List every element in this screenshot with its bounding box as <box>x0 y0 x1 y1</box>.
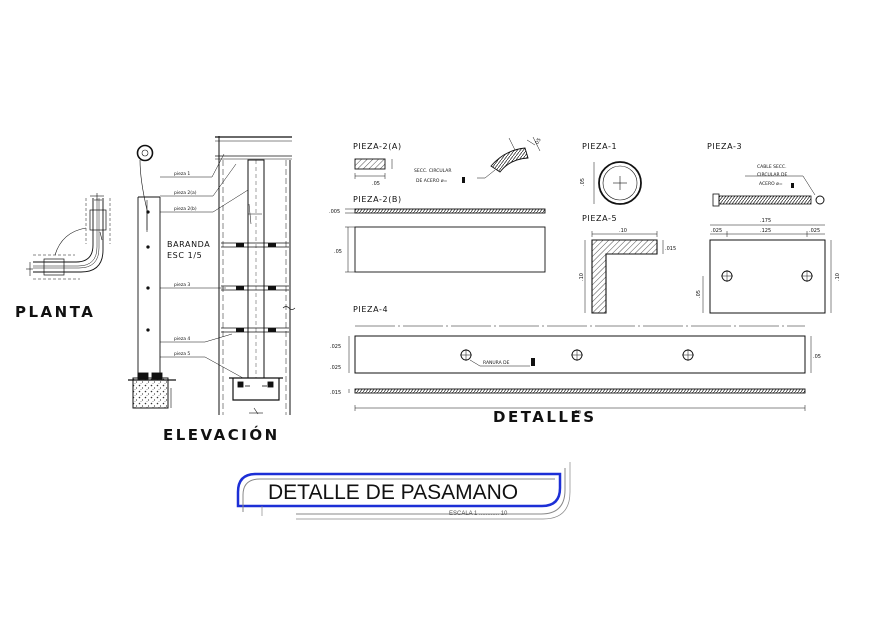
dim-005: .005 <box>329 209 340 215</box>
pieza-5-title: PIEZA-5 <box>582 214 617 223</box>
planta-label: PLANTA <box>15 303 95 321</box>
scale-text: ESCALA 1 ............ 10 <box>449 511 508 517</box>
callout-pieza-2b: pieza 2(b) <box>174 206 197 212</box>
elevation-view <box>128 136 296 415</box>
pieza-2b-title: PIEZA-2(B) <box>353 195 402 204</box>
pieza-1-title: PIEZA-1 <box>582 142 617 151</box>
pieza-3-note-3: ACERO ø= <box>759 181 783 187</box>
dim-125: .125 <box>760 228 771 234</box>
detalles-label: DETALLES <box>493 408 597 426</box>
callout-pieza-4: pieza 4 <box>174 336 190 342</box>
ranura-label: RANURA DE <box>483 360 510 366</box>
dim-015-b: .015 <box>330 390 341 396</box>
callout-pieza-5: pieza 5 <box>174 351 190 357</box>
pieza-2a-note-2: DE ACERO ø= <box>416 178 448 184</box>
pieza-3-title: PIEZA-3 <box>707 142 742 151</box>
pieza-4-detail <box>348 325 812 411</box>
dim-05-d: .05 <box>580 178 586 186</box>
pieza-5-detail <box>584 231 664 314</box>
dim-10-a: .10 <box>619 228 627 234</box>
dim-05-c: .05 <box>334 249 342 255</box>
plan-view <box>26 193 111 280</box>
base-plate-detail <box>702 224 832 314</box>
dim-015: .015 <box>665 246 676 252</box>
dim-025-d: .025 <box>330 365 341 371</box>
dim-025-a: .025 <box>711 228 722 234</box>
dim-175: .175 <box>760 218 771 224</box>
dim-025-c: .025 <box>330 344 341 350</box>
pieza-1-detail <box>593 161 642 205</box>
pieza-2a-title: PIEZA-2(A) <box>353 142 402 151</box>
callout-pieza-2a: pieza 2(a) <box>174 190 197 196</box>
callout-pieza-1: pieza 1 <box>174 171 190 177</box>
pieza-3-detail <box>712 175 825 207</box>
dim-05-e: .05 <box>813 354 821 360</box>
baranda-label: BARANDA <box>167 240 210 249</box>
elevacion-label: ELEVACIÓN <box>163 425 280 444</box>
dim-05-b: .05 <box>534 137 543 147</box>
dim-05-f: .05 <box>696 290 702 298</box>
pieza-2a-detail <box>354 136 541 183</box>
title-block <box>236 462 571 520</box>
dim-05-a: .05 <box>372 181 380 187</box>
title-text: DETALLE DE PASAMANO <box>268 481 518 504</box>
dim-025-b: .025 <box>809 228 820 234</box>
dim-10-b: .10 <box>579 273 585 281</box>
pieza-3-note-1: CABLE SECC. <box>757 164 787 170</box>
dim-70: .70 <box>573 410 581 416</box>
pieza-2b-detail <box>345 208 546 273</box>
pieza-4-title: PIEZA-4 <box>353 305 388 314</box>
pieza-3-note-2: CIRCULAR DE <box>757 172 788 178</box>
baranda-scale-label: ESC 1/5 <box>167 251 202 260</box>
dim-10-c: .10 <box>835 273 841 281</box>
callout-pieza-3: pieza 3 <box>174 282 190 288</box>
pieza-2a-note-1: SECC. CIRCULAR <box>414 168 451 174</box>
